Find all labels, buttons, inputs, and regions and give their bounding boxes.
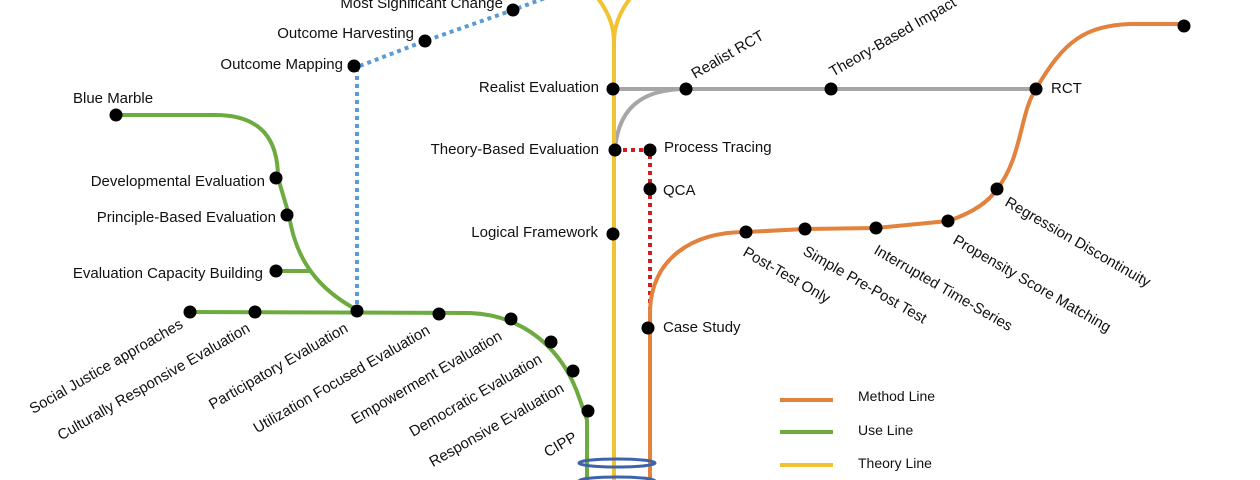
legend-method-label: Method Line xyxy=(858,388,935,404)
label-logical-framework: Logical Framework xyxy=(471,224,598,241)
station-outcome-mapping-node[interactable] xyxy=(347,59,361,73)
station-developmental-evaluation-node[interactable] xyxy=(269,171,283,185)
station-democratic-evaluation-node[interactable] xyxy=(544,335,558,349)
hub-ring-upper xyxy=(577,457,657,469)
label-qca: QCA xyxy=(663,182,696,199)
station-cipp-node[interactable] xyxy=(581,404,595,418)
label-most-significant-change: Most Significant Change xyxy=(340,0,503,12)
station-simple-pre-post-node[interactable] xyxy=(798,222,812,236)
station-propensity-score-node[interactable] xyxy=(941,214,955,228)
station-post-test-only-node[interactable] xyxy=(739,225,753,239)
label-cipp: CIPP xyxy=(541,429,580,461)
label-theory-based-impact: Theory-Based Impact xyxy=(827,0,960,80)
label-principle-based-evaluation: Principle-Based Evaluation xyxy=(97,209,276,226)
station-responsive-evaluation-node[interactable] xyxy=(566,364,580,378)
outcome-line xyxy=(355,0,546,312)
station-theory-based-evaluation-node[interactable] xyxy=(608,143,622,157)
station-case-study-node[interactable] xyxy=(641,321,655,335)
label-realist-evaluation: Realist Evaluation xyxy=(479,79,599,96)
hub-ring-lower xyxy=(578,475,656,480)
label-realist-rct: Realist RCT xyxy=(689,27,768,82)
legend: Method Line Use Line Theory Line xyxy=(780,388,935,471)
label-rct: RCT xyxy=(1051,80,1082,97)
qualitative-link-line xyxy=(615,148,652,328)
station-participatory-evaluation-node[interactable] xyxy=(350,304,364,318)
station-evaluation-capacity-building-node[interactable] xyxy=(269,264,283,278)
station-top-right-node[interactable] xyxy=(1177,19,1191,33)
legend-theory-label: Theory Line xyxy=(858,455,932,471)
station-utilization-focused-node[interactable] xyxy=(432,307,446,321)
label-evaluation-capacity-building: Evaluation Capacity Building xyxy=(73,265,263,282)
label-process-tracing: Process Tracing xyxy=(664,139,772,156)
station-realist-evaluation-node[interactable] xyxy=(606,82,620,96)
label-theory-based-evaluation: Theory-Based Evaluation xyxy=(431,141,599,158)
station-most-significant-change-node[interactable] xyxy=(506,3,520,17)
station-principle-based-evaluation-node[interactable] xyxy=(280,208,294,222)
label-responsive-evaluation: Responsive Evaluation xyxy=(426,380,567,471)
station-logical-framework-node[interactable] xyxy=(606,227,620,241)
station-process-tracing-node[interactable] xyxy=(643,143,657,157)
label-case-study: Case Study xyxy=(663,319,741,336)
station-social-justice-node[interactable] xyxy=(183,305,197,319)
station-empowerment-evaluation-node[interactable] xyxy=(504,312,518,326)
label-outcome-harvesting: Outcome Harvesting xyxy=(277,25,414,42)
theory-line-fork xyxy=(596,0,632,43)
station-regression-discontinuity-node[interactable] xyxy=(990,182,1004,196)
use-line-top xyxy=(116,113,358,312)
station-culturally-responsive-node[interactable] xyxy=(248,305,262,319)
label-developmental-evaluation: Developmental Evaluation xyxy=(91,173,265,190)
use-line-main xyxy=(189,310,589,480)
station-theory-based-impact-node[interactable] xyxy=(824,82,838,96)
station-blue-marble-node[interactable] xyxy=(109,108,123,122)
station-rct-node[interactable] xyxy=(1029,82,1043,96)
station-outcome-harvesting-node[interactable] xyxy=(418,34,432,48)
label-blue-marble: Blue Marble xyxy=(73,90,153,107)
station-realist-rct-node[interactable] xyxy=(679,82,693,96)
station-interrupted-time-series-node[interactable] xyxy=(869,221,883,235)
legend-use-label: Use Line xyxy=(858,422,913,438)
station-qca-node[interactable] xyxy=(643,182,657,196)
label-empowerment-evaluation: Empowerment Evaluation xyxy=(348,328,505,428)
label-outcome-mapping: Outcome Mapping xyxy=(220,56,343,73)
